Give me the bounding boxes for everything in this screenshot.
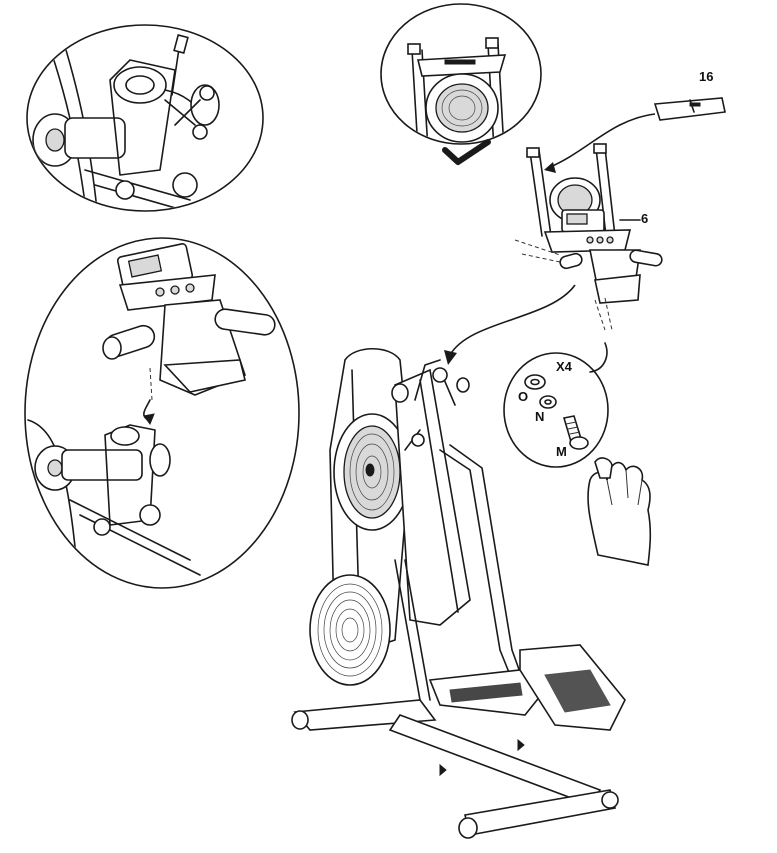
label-part-6: 6 — [641, 211, 649, 226]
label-part-o: O — [518, 389, 529, 404]
detail-cut-tie — [26, 24, 264, 212]
label-part-n: N — [535, 409, 545, 424]
label-quantity: X4 — [556, 359, 572, 374]
washer-o — [524, 374, 546, 390]
hand-icon — [587, 457, 652, 566]
detail-console-check — [380, 3, 542, 145]
bolt-m — [562, 415, 589, 450]
console-assembly — [514, 143, 663, 331]
detail-hardware — [503, 342, 609, 468]
arrow-to-frame — [449, 284, 576, 356]
checkmark-icon — [442, 139, 491, 165]
detail-connect-console — [24, 237, 300, 589]
scissors-icon — [164, 85, 215, 140]
arrowhead — [444, 350, 457, 365]
washer-n — [539, 395, 557, 409]
elliptical-machine — [291, 348, 626, 839]
label-part-m: M — [556, 444, 567, 459]
arrowhead — [544, 162, 556, 173]
label-part-16: 16 — [699, 69, 714, 84]
part-16-console-cover — [653, 97, 726, 121]
arrow-to-console — [547, 113, 656, 169]
